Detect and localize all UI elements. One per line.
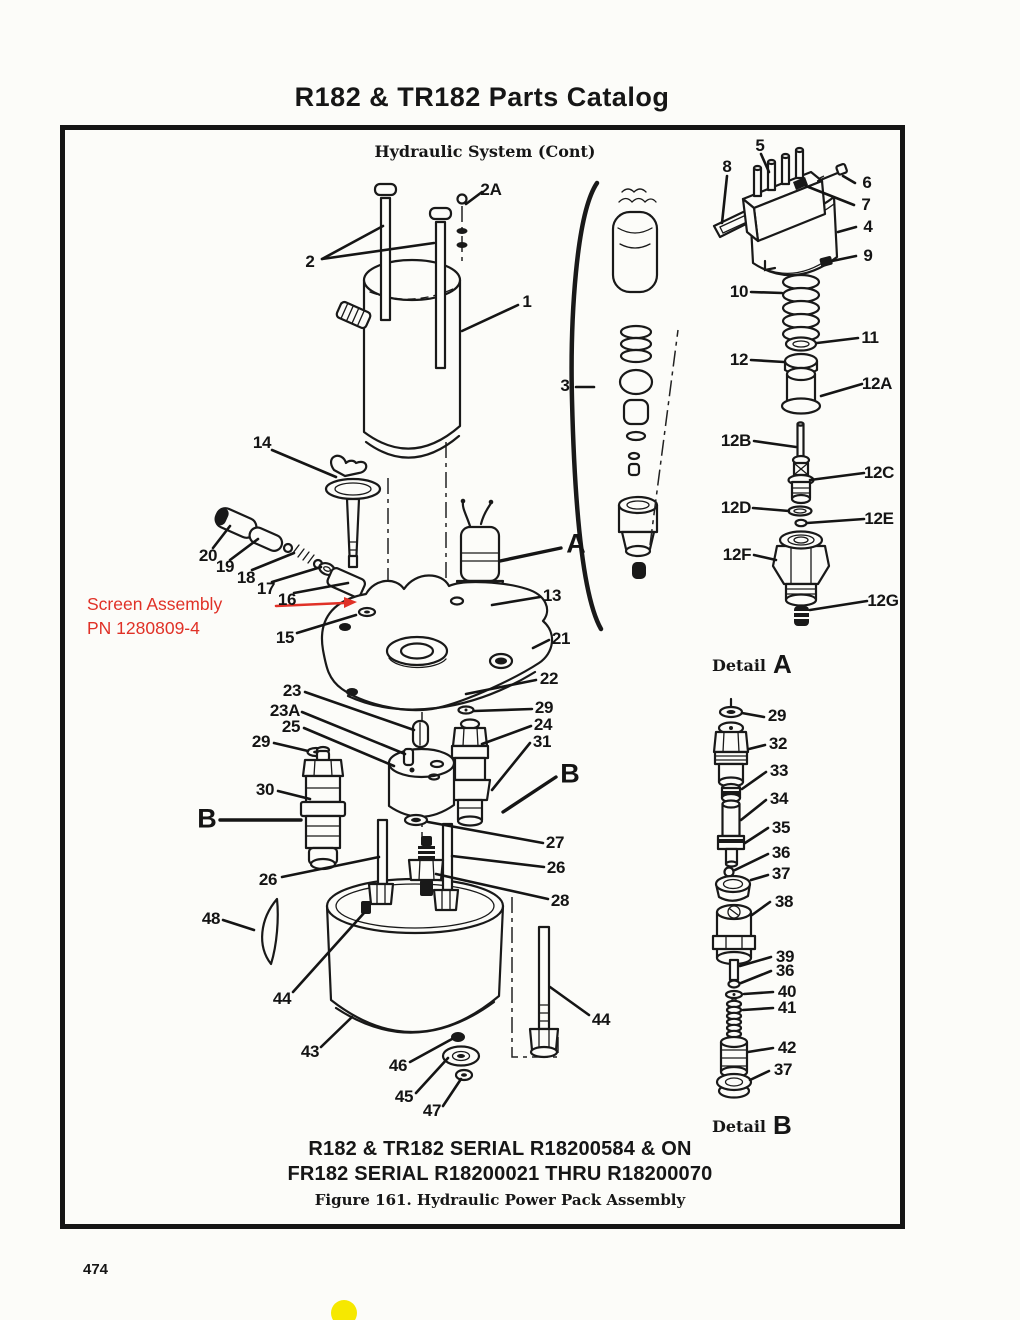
part-label-11: 11 — [861, 328, 879, 347]
part-label-12D: 12D — [720, 498, 752, 517]
annotation-line-1: Screen Assembly — [87, 594, 223, 614]
part-label-20: 20 — [198, 546, 218, 565]
detail-column — [711, 697, 757, 1099]
part-label-10: 10 — [729, 282, 749, 301]
part-label-27: 27 — [545, 833, 565, 852]
part-label-2A: 2A — [480, 180, 502, 199]
part-label-22: 22 — [539, 669, 559, 688]
part-label-14: 14 — [252, 433, 272, 452]
part-label-40: 40 — [777, 982, 797, 1001]
highlight-dot — [331, 1300, 357, 1320]
part-label-47: 47 — [422, 1101, 442, 1120]
part-label-7: 7 — [861, 195, 871, 214]
part-label-2: 2 — [305, 252, 315, 271]
reservoir-group — [261, 813, 560, 1082]
part-label-1: 1 — [522, 292, 532, 311]
figure-caption: Figure 161. Hydraulic Power Pack Assembl… — [314, 1191, 686, 1209]
part-label-25: 25 — [281, 717, 301, 736]
part-label-16: 16 — [277, 590, 297, 609]
part-label-23: 23 — [282, 681, 302, 700]
bracket-3 — [569, 180, 604, 632]
part-label-28: 28 — [550, 891, 570, 910]
motor-assembly — [712, 146, 848, 277]
figure-border — [60, 125, 905, 1229]
part-label-31: 31 — [532, 732, 552, 751]
part-label-43: 43 — [300, 1042, 320, 1061]
part-label-12F: 12F — [722, 545, 752, 564]
figure-heading: Hydraulic System (Cont) — [374, 142, 596, 161]
view-callout-B: B — [560, 758, 580, 789]
view-callout-A: A — [566, 528, 586, 559]
part-label-12B: 12B — [720, 431, 752, 450]
part-label-46: 46 — [388, 1056, 408, 1075]
part-label-12A: 12A — [861, 374, 893, 393]
detail-a-title: Detail A — [712, 649, 792, 680]
part-label-30: 30 — [255, 780, 275, 799]
part-label-9: 9 — [863, 246, 873, 265]
part-label-39: 39 — [775, 947, 795, 966]
leader-lines — [211, 152, 869, 1108]
detail-b-letter: B — [772, 1110, 792, 1140]
annotation-arrow — [274, 597, 357, 608]
part-label-29: 29 — [767, 706, 787, 725]
part-label-34: 34 — [769, 789, 789, 808]
part-label-48: 48 — [201, 909, 221, 928]
tank-spout — [335, 300, 372, 330]
screen-assembly-annotation: Screen Assembly PN 1280809-4 — [87, 593, 222, 640]
part-label-12E: 12E — [864, 509, 894, 528]
part-label-42: 42 — [777, 1038, 797, 1057]
part-label-41: 41 — [777, 998, 797, 1017]
part-label-32: 32 — [768, 734, 788, 753]
serial-note-line-1: R182 & TR182 SERIAL R18200584 & ON — [308, 1138, 692, 1160]
view-callout-B: B — [197, 803, 217, 834]
part-label-13: 13 — [542, 586, 562, 605]
part-label-29: 29 — [251, 732, 271, 751]
part-label-44: 44 — [591, 1010, 611, 1029]
page-number: 474 — [83, 1261, 109, 1278]
dipstick — [324, 454, 382, 569]
part-label-26: 26 — [546, 858, 566, 877]
detail-b-title: Detail B — [712, 1110, 792, 1141]
annotation-line-2: PN 1280809-4 — [87, 617, 200, 638]
part-label-37: 37 — [773, 1060, 793, 1079]
pump-block-group — [306, 705, 492, 838]
page-title: R182 & TR182 Parts Catalog — [294, 82, 670, 112]
part-label-38: 38 — [774, 892, 794, 911]
part-label-21: 21 — [551, 629, 571, 648]
part-label-6: 6 — [862, 173, 872, 192]
part-label-44: 44 — [272, 989, 292, 1008]
part-label-5: 5 — [755, 136, 765, 155]
detail-a-letter: A — [772, 649, 792, 679]
part-label-12G: 12G — [867, 591, 899, 610]
part-label-8: 8 — [722, 157, 732, 176]
part-label-26: 26 — [258, 870, 278, 889]
part-label-24: 24 — [533, 715, 553, 734]
part-label-45: 45 — [394, 1087, 414, 1106]
part-label-17: 17 — [256, 579, 276, 598]
part-label-29: 29 — [534, 698, 554, 717]
part-label-12: 12 — [729, 350, 749, 369]
serial-note-line-2: FR182 SERIAL R18200021 THRU R18200070 — [287, 1163, 713, 1185]
part-label-18: 18 — [236, 568, 256, 587]
detail-a-word: Detail — [712, 656, 766, 675]
part-label-12C: 12C — [863, 463, 895, 482]
part-label-19: 19 — [215, 557, 235, 576]
tank-assembly — [335, 182, 468, 706]
part-label-36: 36 — [771, 843, 791, 862]
filter-column — [611, 188, 679, 579]
part-label-36: 36 — [775, 961, 795, 980]
part-label-33: 33 — [769, 761, 789, 780]
part-label-37: 37 — [771, 864, 791, 883]
part-label-4: 4 — [863, 217, 873, 236]
detail-b-word: Detail — [712, 1117, 766, 1136]
part-label-23A: 23A — [269, 701, 301, 720]
valve-stack-right — [771, 273, 831, 626]
part-label-35: 35 — [771, 818, 791, 837]
part-label-15: 15 — [275, 628, 295, 647]
part-label-3: 3 — [560, 376, 570, 395]
